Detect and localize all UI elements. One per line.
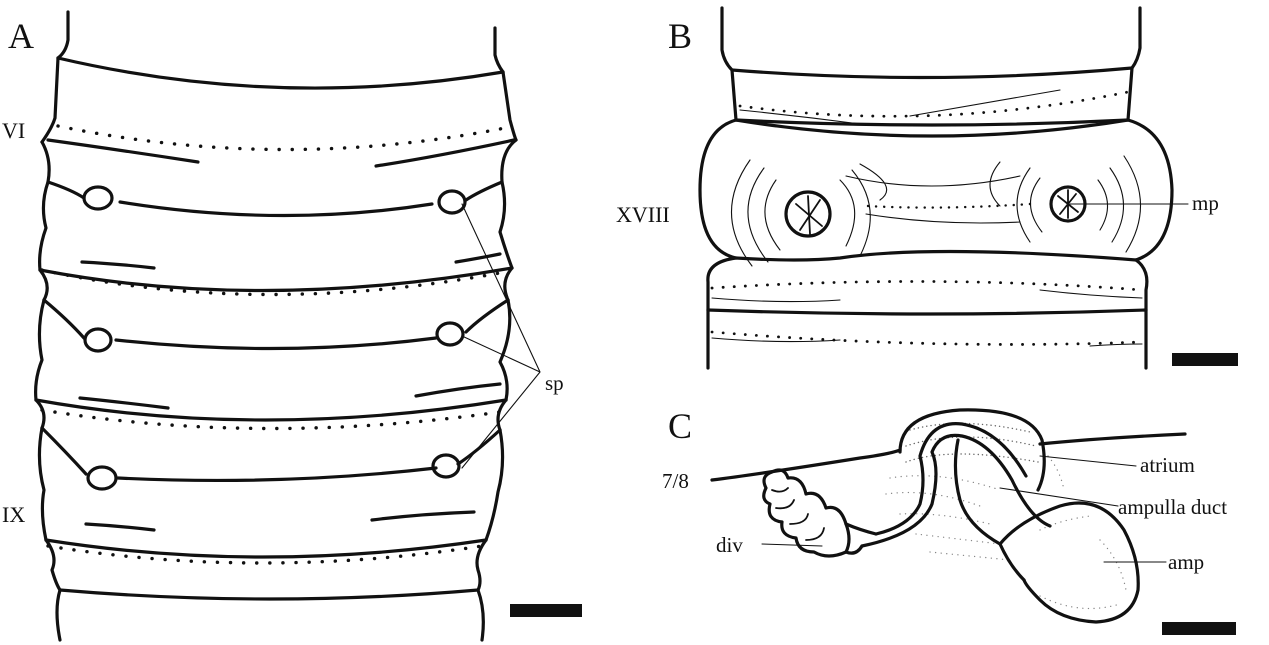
b-male-pore-left-star xyxy=(795,195,823,235)
a-pore-left-2 xyxy=(83,327,113,353)
a-seg1-furrow-left xyxy=(46,138,200,164)
panel-b: B xyxy=(616,6,1238,370)
c-septum-label: 7/8 xyxy=(662,469,689,493)
b-callout-mp: mp xyxy=(1192,191,1219,215)
b-seg20-setae xyxy=(710,330,1144,346)
a-seg4-furrow-left xyxy=(84,522,156,532)
b-scale-bar xyxy=(1172,353,1238,366)
a-seg3-setae xyxy=(40,408,502,431)
b-seg17-striation xyxy=(909,89,1061,117)
b-top-edge xyxy=(730,66,1134,80)
a-seg4-furrow-right xyxy=(370,510,476,522)
a-seg3-furrow-right xyxy=(414,382,502,398)
b-pore-striations xyxy=(730,155,1142,267)
b-seg18-sides xyxy=(698,118,1174,262)
a-seg1-furrow-right xyxy=(374,138,516,168)
c-callout-ampulla-duct: ampulla duct xyxy=(1118,495,1227,519)
b-seg17-sides xyxy=(730,66,1134,122)
a-seg1-lower-sides xyxy=(40,138,518,184)
c-callout-atrium: atrium xyxy=(1140,453,1195,477)
a-seg3-joint xyxy=(38,266,514,302)
a-callout-sp: sp xyxy=(545,371,564,395)
a-top-segment-edge xyxy=(56,56,505,90)
c-div-stalk xyxy=(844,522,878,555)
a-seg4-porebar xyxy=(116,466,438,483)
a-seg2-furrow-left xyxy=(80,260,156,270)
b-seg20-striation-l xyxy=(711,337,841,343)
c-septum-line xyxy=(710,432,1187,482)
a-top-sides xyxy=(56,10,505,74)
a-seg5-sides xyxy=(44,538,488,592)
panel-b-letter: B xyxy=(668,16,692,56)
a-seg2-edge xyxy=(38,266,514,293)
b-seg20-sides xyxy=(706,308,1148,370)
a-pore-right-1 xyxy=(437,189,467,215)
a-pore-right-2 xyxy=(435,321,465,347)
a-seg3-porebar xyxy=(114,336,438,351)
panel-a-letter: A xyxy=(8,16,34,56)
a-scale-bar xyxy=(510,604,582,617)
b-seg20-striation-r xyxy=(1089,343,1143,347)
a-seg3-edge xyxy=(34,398,508,422)
c-ampulla-duct-coil xyxy=(860,422,1052,548)
c-ampulla-outline xyxy=(998,501,1140,624)
panel-c-letter: C xyxy=(668,406,692,446)
c-diverticulum xyxy=(762,468,851,558)
a-seg5-edge xyxy=(58,588,480,601)
a-segment-label-vi: VI xyxy=(2,118,25,143)
a-seg2-furrow-right xyxy=(454,252,502,264)
c-leader-atrium xyxy=(1039,455,1137,467)
a-pore-left-1 xyxy=(82,185,114,211)
a-seg4-edge xyxy=(44,538,488,559)
a-seg2-porebar xyxy=(118,200,434,218)
a-seg3-upper xyxy=(42,298,510,340)
a-seg1-setae xyxy=(56,124,507,152)
b-seg17-edge xyxy=(734,118,1130,138)
b-seg18-setae xyxy=(866,202,1032,209)
panel-c: C xyxy=(662,406,1236,635)
c-div-lobes xyxy=(771,487,825,541)
c-ampulla-duct-inner xyxy=(953,438,1026,582)
b-seg19-striation-l xyxy=(711,297,841,303)
a-seg3-furrow-left xyxy=(78,396,170,410)
b-seg17-striation-2 xyxy=(739,109,861,125)
a-sp-leader-lines xyxy=(461,203,541,469)
c-callout-div: div xyxy=(716,533,743,557)
a-pore-left-3 xyxy=(86,465,118,491)
c-leader-div xyxy=(761,543,823,547)
a-seg4-sides xyxy=(37,426,505,542)
b-segment-label-xviii: XVIII xyxy=(616,202,670,227)
b-male-pore-right-star xyxy=(1057,189,1079,219)
c-atrium-stipple xyxy=(885,422,1065,561)
b-seg19-edge xyxy=(706,308,1148,316)
b-seg19-sides xyxy=(706,256,1149,312)
c-atrium-outline xyxy=(898,408,1046,492)
panel-a: A xyxy=(2,10,582,642)
b-seg19-striation-r xyxy=(1039,289,1143,299)
c-scale-bar xyxy=(1162,622,1236,635)
a-segment-label-ix: IX xyxy=(2,502,25,527)
a-seg4-joint xyxy=(34,398,508,432)
b-male-pore-left xyxy=(784,190,832,238)
a-seg2-upper xyxy=(46,180,504,202)
a-seg2-sides xyxy=(38,180,514,272)
b-seg18-edges xyxy=(734,118,1138,262)
b-seg17-setae xyxy=(738,90,1130,118)
a-pore-right-3 xyxy=(431,453,461,479)
b-seg19-setae xyxy=(710,280,1144,292)
a-seg6-sides xyxy=(55,588,485,642)
b-top-sides xyxy=(720,6,1142,72)
c-leader-ampulla-duct xyxy=(999,487,1119,507)
c-callout-amp: amp xyxy=(1168,550,1204,574)
a-seg3-sides xyxy=(34,298,512,402)
